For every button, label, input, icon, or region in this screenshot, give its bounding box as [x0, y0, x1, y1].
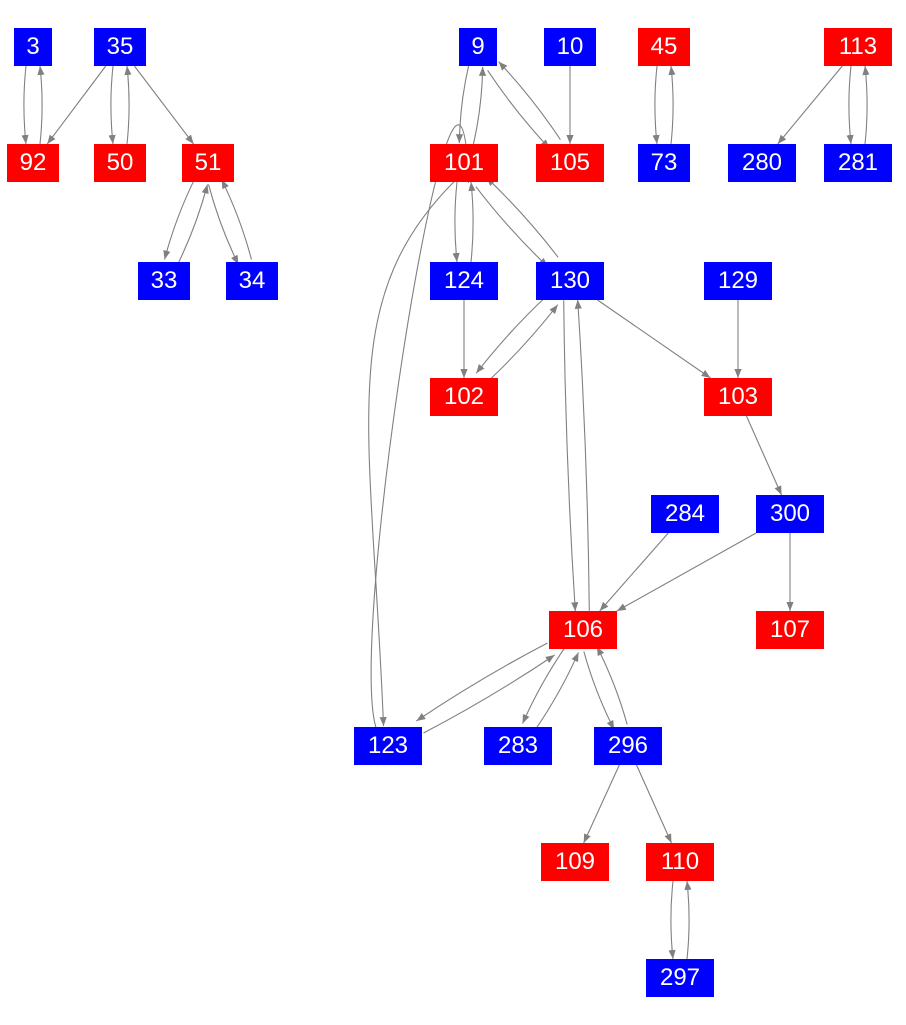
edge-130-to-103 — [597, 299, 711, 379]
edge-101-to-130 — [475, 186, 549, 268]
edge-300-to-106 — [616, 532, 757, 612]
edge-296-to-109 — [583, 764, 620, 844]
node-107[interactable]: 107 — [756, 611, 824, 649]
edge-284-to-106 — [599, 532, 669, 612]
edge-113-to-280 — [777, 65, 843, 145]
node-73[interactable]: 73 — [638, 144, 690, 182]
node-35[interactable]: 35 — [94, 28, 146, 66]
node-296[interactable]: 296 — [594, 727, 662, 765]
edge-106-to-296 — [583, 651, 615, 730]
edge-296-to-110 — [636, 764, 672, 844]
edge-130-to-101 — [485, 176, 559, 258]
edge-101-to-9 — [472, 66, 487, 145]
edge-51-to-33 — [163, 179, 195, 260]
node-105[interactable]: 105 — [536, 144, 604, 182]
node-109[interactable]: 109 — [541, 843, 609, 881]
edge-106-to-123 — [416, 642, 548, 722]
edge-123-to-101 — [370, 124, 472, 739]
node-103[interactable]: 103 — [704, 378, 772, 416]
edge-113-to-281 — [846, 65, 854, 145]
node-33[interactable]: 33 — [138, 262, 190, 300]
node-45[interactable]: 45 — [638, 28, 690, 66]
edge-9-to-105 — [487, 70, 550, 149]
node-110[interactable]: 110 — [646, 843, 714, 881]
edge-105-to-9 — [498, 61, 561, 140]
edge-106-to-283 — [522, 645, 567, 724]
node-10[interactable]: 10 — [544, 28, 596, 66]
node-113[interactable]: 113 — [824, 28, 892, 66]
edge-281-to-113 — [862, 65, 870, 145]
edge-51-to-34 — [207, 184, 239, 265]
node-34[interactable]: 34 — [226, 262, 278, 300]
node-101[interactable]: 101 — [430, 144, 498, 182]
node-124[interactable]: 124 — [430, 262, 498, 300]
edge-34-to-51 — [221, 179, 253, 260]
node-51[interactable]: 51 — [182, 144, 234, 182]
node-92[interactable]: 92 — [7, 144, 59, 182]
edge-35-to-51 — [133, 65, 195, 145]
edge-3-to-92 — [21, 65, 29, 145]
edge-9-to-101 — [455, 65, 470, 144]
node-50[interactable]: 50 — [94, 144, 146, 182]
node-129[interactable]: 129 — [704, 262, 772, 300]
edge-73-to-45 — [668, 65, 676, 145]
node-102[interactable]: 102 — [430, 378, 498, 416]
node-283[interactable]: 283 — [484, 727, 552, 765]
edge-297-to-110 — [684, 880, 692, 960]
node-123[interactable]: 123 — [354, 727, 422, 765]
edge-124-to-101 — [468, 181, 476, 263]
node-300[interactable]: 300 — [756, 495, 824, 533]
edge-35-to-50 — [108, 65, 116, 145]
edge-45-to-73 — [652, 65, 660, 145]
edge-35-to-92 — [46, 65, 107, 145]
node-297[interactable]: 297 — [646, 959, 714, 997]
edge-103-to-300 — [745, 415, 783, 496]
node-3[interactable]: 3 — [14, 28, 52, 66]
node-281[interactable]: 281 — [824, 144, 892, 182]
edge-130-to-102 — [475, 294, 548, 374]
edge-33-to-51 — [177, 184, 209, 265]
edge-101-to-124 — [452, 181, 460, 263]
edge-283-to-106 — [534, 652, 579, 731]
edge-102-to-130 — [486, 304, 559, 384]
edge-296-to-106 — [596, 646, 628, 725]
edge-106-to-130 — [574, 299, 590, 611]
edge-50-to-35 — [124, 65, 132, 145]
edge-130-to-106 — [563, 300, 579, 612]
node-9[interactable]: 9 — [459, 28, 497, 66]
edge-123-to-106 — [423, 654, 555, 734]
node-280[interactable]: 280 — [728, 144, 796, 182]
node-284[interactable]: 284 — [651, 495, 719, 533]
node-130[interactable]: 130 — [536, 262, 604, 300]
edge-110-to-297 — [668, 880, 676, 960]
edge-92-to-3 — [37, 65, 45, 145]
node-106[interactable]: 106 — [549, 611, 617, 649]
edge-101-to-123 — [368, 180, 455, 727]
